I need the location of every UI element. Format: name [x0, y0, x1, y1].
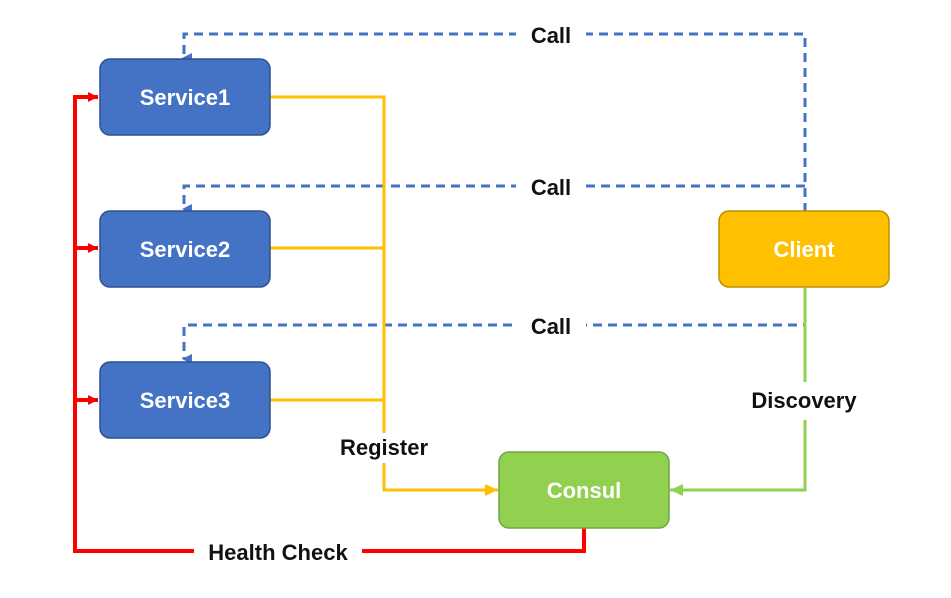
service3-node: Service3	[99, 361, 271, 439]
call-label-3: Call	[531, 314, 571, 339]
discovery-edges	[670, 288, 807, 496]
discovery-edge-bottom	[670, 420, 807, 496]
register-label: Register	[340, 435, 428, 460]
service2-label: Service2	[140, 237, 231, 262]
call-edge-3	[182, 288, 807, 364]
call-label-1: Call	[531, 23, 571, 48]
edge-label-backgrounds	[194, 18, 864, 568]
call-edge-1	[182, 32, 807, 212]
consul-node: Consul	[498, 451, 670, 529]
service2-node: Service2	[99, 210, 271, 288]
discovery-label: Discovery	[751, 388, 857, 413]
client-label: Client	[773, 237, 835, 262]
call-label-2: Call	[531, 175, 571, 200]
health-check-edges	[73, 92, 586, 553]
register-edge-to-consul	[382, 462, 498, 496]
service3-label: Service3	[140, 388, 231, 413]
health-check-label: Health Check	[208, 540, 348, 565]
call-edges	[182, 32, 807, 364]
call-edge-2	[182, 184, 805, 214]
register-edges	[270, 95, 498, 496]
register-edge-service1	[270, 95, 386, 436]
health-check-main	[73, 92, 586, 553]
consul-label: Consul	[547, 478, 622, 503]
service1-label: Service1	[140, 85, 231, 110]
client-node: Client	[718, 210, 890, 288]
service1-node: Service1	[99, 58, 271, 136]
